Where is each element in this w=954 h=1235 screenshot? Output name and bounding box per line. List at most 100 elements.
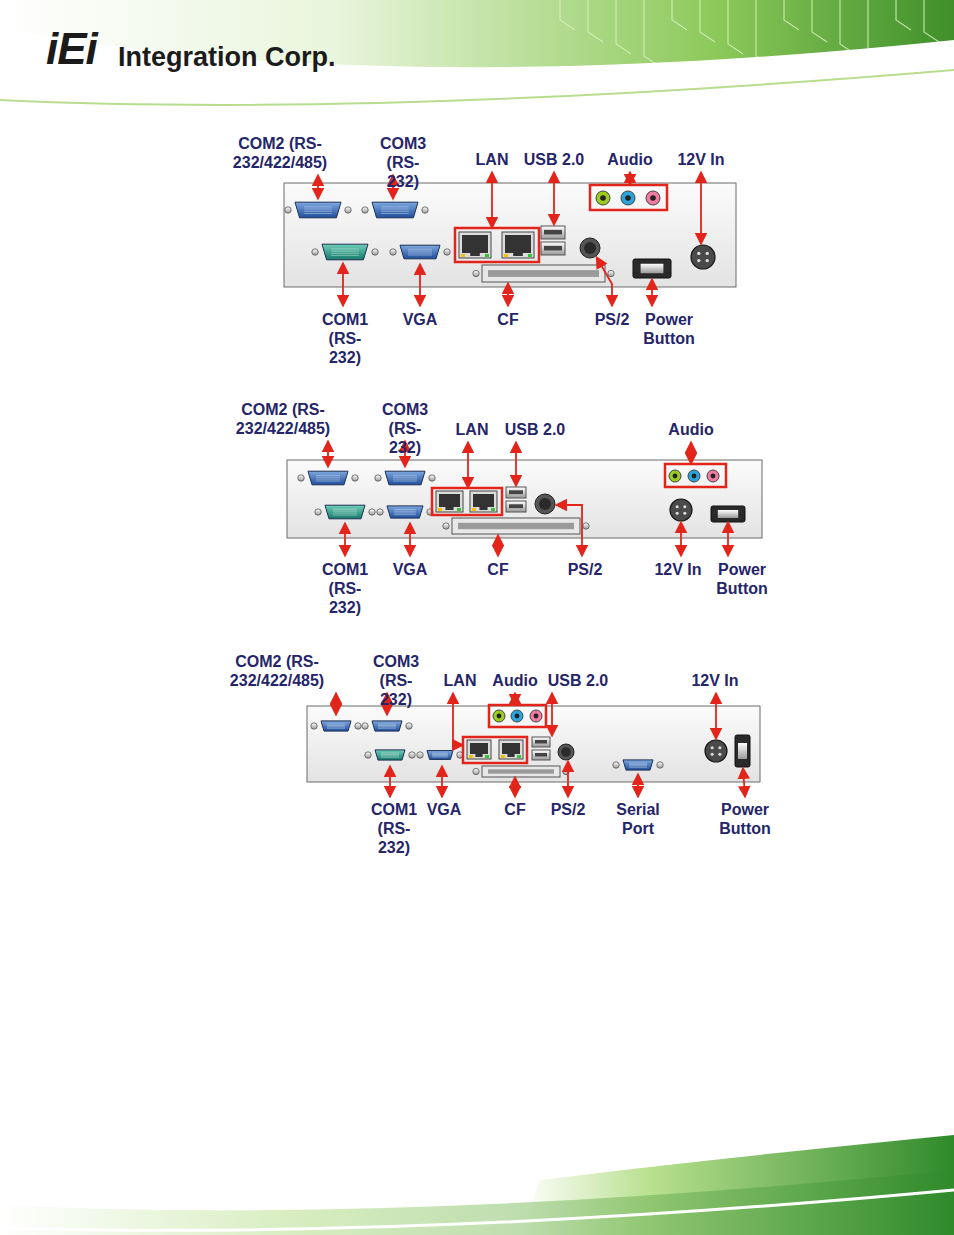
port-label: COM2 (RS-232/422/485) xyxy=(233,134,327,172)
rj45-opening xyxy=(470,743,488,754)
connector-shine xyxy=(378,723,396,724)
port-label: COM2 (RS-232/422/485) xyxy=(236,400,330,438)
leader-line xyxy=(409,524,411,555)
logo-text: iEi xyxy=(46,26,97,72)
led xyxy=(501,755,505,758)
port-label: CF xyxy=(497,310,518,329)
connector-shine xyxy=(393,480,417,481)
power-pin xyxy=(697,259,700,262)
led xyxy=(461,254,465,257)
leader-line xyxy=(507,284,509,305)
connector-shine xyxy=(629,767,647,768)
port-label: USB 2.0 xyxy=(524,150,584,169)
header-swoosh xyxy=(0,70,954,105)
leader-line xyxy=(690,443,692,463)
leader-line xyxy=(743,769,745,796)
screw xyxy=(406,723,412,729)
port-label: USB 2.0 xyxy=(548,671,608,690)
connector-shine xyxy=(333,514,357,515)
footer-band xyxy=(0,1170,954,1235)
connector-shine xyxy=(394,511,416,512)
connector-shine xyxy=(381,755,399,756)
ps2-port xyxy=(580,238,600,258)
rj45-latch xyxy=(445,506,453,510)
screw xyxy=(417,752,423,758)
power-pin xyxy=(706,259,709,262)
power-pin xyxy=(711,753,714,756)
rj45-latch xyxy=(475,753,482,757)
rj45-port xyxy=(436,491,463,512)
rear-panel xyxy=(307,706,760,782)
usb-tongue xyxy=(535,753,547,757)
connector-shine xyxy=(304,213,332,214)
leader-line xyxy=(317,176,319,198)
ps2-socket xyxy=(539,498,551,510)
serial-connector xyxy=(623,760,653,770)
rj45-opening xyxy=(505,235,531,253)
screw xyxy=(473,768,479,774)
leader-line xyxy=(597,258,612,305)
leader-line xyxy=(715,694,717,738)
footer-swoosh xyxy=(0,1190,954,1230)
audio-hole xyxy=(534,714,539,719)
rj45-opening xyxy=(473,494,494,507)
connector-shine xyxy=(331,251,359,252)
screw xyxy=(372,249,378,255)
rear-panel xyxy=(287,460,762,538)
usb-port xyxy=(541,226,565,239)
highlight-box xyxy=(432,488,502,515)
connector-shine xyxy=(378,728,396,729)
connector-shine xyxy=(304,211,332,212)
leader-line xyxy=(629,173,631,184)
port-label: CF xyxy=(487,560,508,579)
screw xyxy=(409,752,415,758)
screw xyxy=(473,270,479,276)
usb-tongue xyxy=(509,504,523,508)
port-label: LAN xyxy=(456,420,489,439)
connector-shine xyxy=(331,248,359,249)
leader-line xyxy=(342,264,344,305)
screw xyxy=(443,523,449,529)
rj45-port xyxy=(459,232,491,258)
power-switch xyxy=(633,259,671,278)
switch-rocker xyxy=(641,264,664,274)
header-curve xyxy=(0,28,954,115)
port-label: VGA xyxy=(393,560,428,579)
port-label: COM1 (RS-232) xyxy=(371,800,417,857)
port-label: COM3 (RS-232) xyxy=(380,134,426,191)
rj45-port xyxy=(502,232,534,258)
screw xyxy=(608,270,614,276)
leader-line xyxy=(491,173,493,227)
power-pin xyxy=(683,512,686,515)
circuit-trace xyxy=(560,0,575,30)
connector-shine xyxy=(381,752,399,753)
switch-rocker xyxy=(718,510,738,518)
connector-shine xyxy=(304,206,332,207)
port-label: CF xyxy=(504,800,525,819)
port-label: COM3 (RS-232) xyxy=(382,400,428,457)
usb-tongue xyxy=(544,246,562,251)
connector-shine xyxy=(381,211,409,212)
ps2-socket xyxy=(561,747,571,757)
circuit-trace xyxy=(644,0,659,66)
connector-shine xyxy=(316,477,340,478)
port-label: Audio xyxy=(668,420,713,439)
leader-line xyxy=(637,775,639,796)
cf-slot xyxy=(482,766,560,777)
connector-shine xyxy=(408,253,432,254)
connector-shine xyxy=(304,209,332,210)
usb-port xyxy=(532,750,550,760)
rj45-opening xyxy=(502,743,520,754)
audio-jack xyxy=(621,191,635,205)
highlight-box xyxy=(463,737,527,763)
leader-line xyxy=(651,280,653,305)
circuit-trace xyxy=(728,0,743,54)
power-pin xyxy=(676,512,679,515)
screw xyxy=(311,723,317,729)
audio-jack xyxy=(493,710,505,722)
usb-port xyxy=(541,242,565,255)
screw xyxy=(285,207,291,213)
audio-hole xyxy=(650,195,656,201)
vga-connector xyxy=(427,751,453,760)
